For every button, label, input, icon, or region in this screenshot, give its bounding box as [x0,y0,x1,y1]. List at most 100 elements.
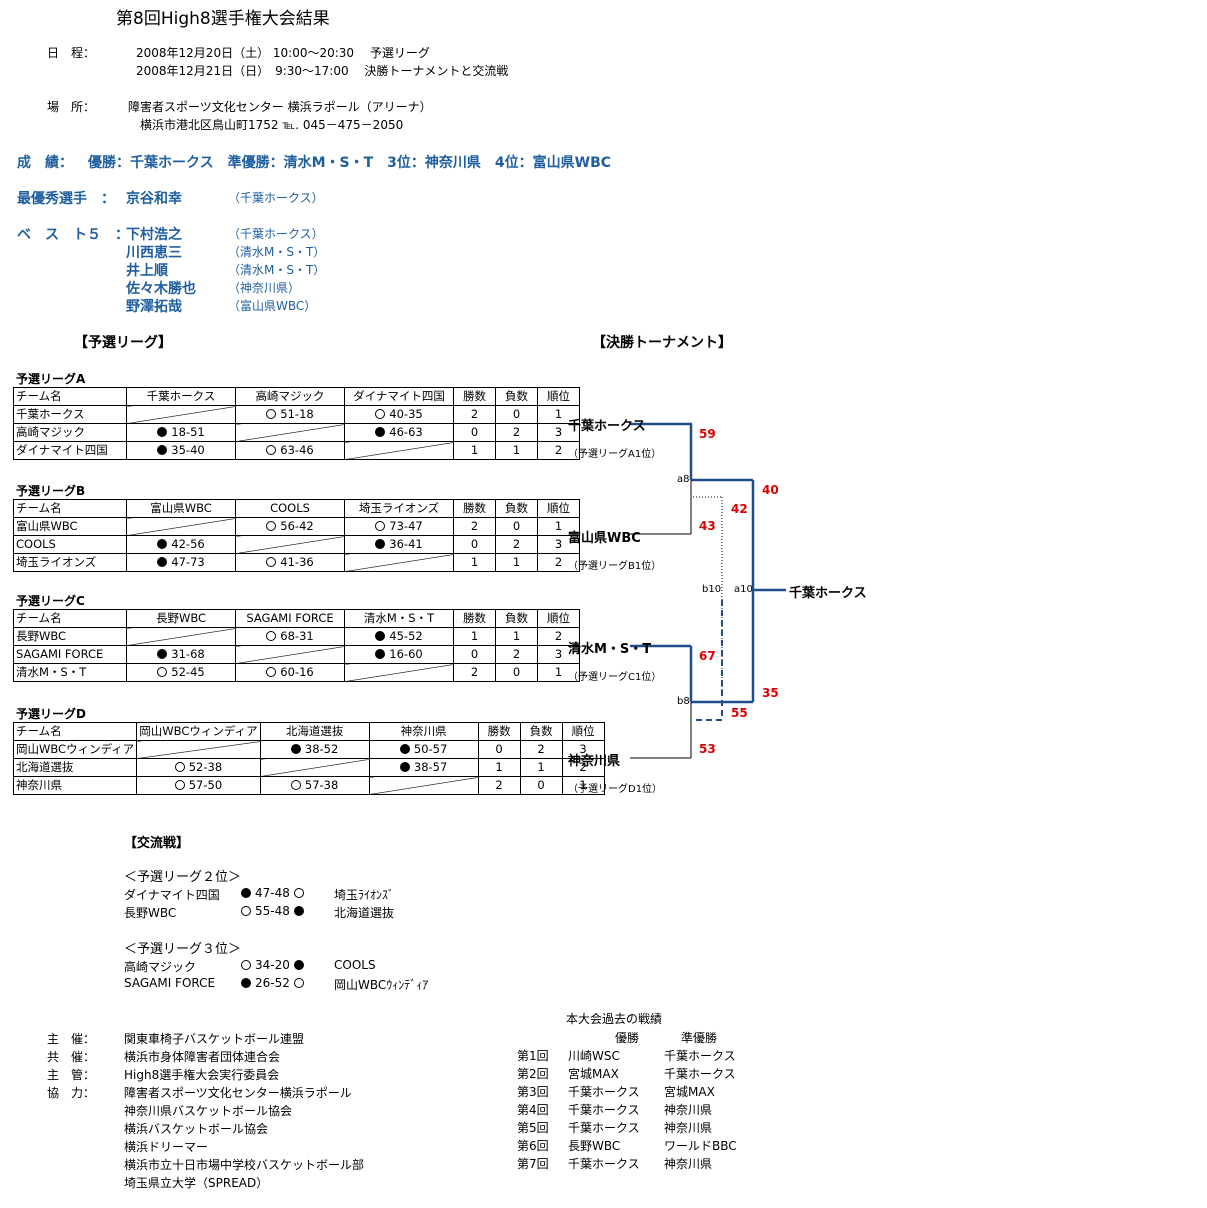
exchange-left-team: SAGAMI FORCE [124,976,216,990]
exchange-score-group: 34-20 [241,958,308,972]
header-opponent: SAGAMI FORCE [235,609,345,628]
match-result-cell: 52-38 [136,758,261,777]
row-rank: 2 [537,553,580,572]
row-wins: 0 [453,535,496,554]
row-wins: 1 [453,553,496,572]
row-losses: 1 [495,441,538,460]
row-team: 北海道選抜 [12,758,138,777]
loss-mark-icon [157,539,168,549]
history-edition: 第4回 [517,1103,549,1117]
organizer-label: 主 催： [47,1032,96,1046]
bracket-score: 43 [699,519,716,533]
match-result-cell: 45-52 [344,627,454,646]
self-match-cell [126,627,236,646]
match-score: 57-38 [304,778,339,792]
row-rank: 1 [537,663,580,682]
header-losses: 負数 [519,722,563,741]
exchange-heading: 【交流戦】 [124,836,190,851]
exchange-score: 34-20 [255,958,290,972]
exchange-right-team: 埼玉ﾗｲｵﾝｽﾞ [334,888,395,902]
row-rank: 2 [537,441,580,460]
header-team: チーム名 [13,387,127,406]
win-mark-icon [174,762,185,772]
bracket-score: 35 [762,686,779,700]
header-team: チーム名 [13,499,127,518]
match-result-cell: 36-41 [344,535,454,554]
row-losses: 0 [495,405,538,424]
win-mark-icon [266,521,277,531]
history-winner: 千葉ホークス [568,1121,640,1135]
organizer-name: 横浜市立十日市場中学校バスケットボール部 [124,1158,365,1172]
match-score: 38-52 [304,742,339,756]
row-team: ダイナマイト四国 [13,441,127,460]
self-match-cell [235,535,345,554]
history-runner: 千葉ホークス [664,1067,736,1081]
row-losses: 1 [495,627,538,646]
row-team: 富山県WBC [13,517,127,536]
organizer-name: 障害者スポーツ文化センター横浜ラポール [124,1086,352,1100]
league-name: 予選リーグB [16,484,86,498]
win-mark-icon [375,409,386,419]
bracket-team-note: （予選リーグC1位） [568,672,662,683]
match-score: 57-50 [188,778,223,792]
row-wins: 2 [477,776,521,795]
exchange-left-team: ダイナマイト四国 [124,888,220,902]
history-runner: 神奈川県 [664,1157,713,1171]
win-mark-icon [266,667,277,677]
bracket-team-note: （予選リーグA1位） [568,449,662,460]
match-result-cell: 46-63 [344,423,454,442]
self-match-cell [136,740,261,759]
header-wins: 勝数 [477,722,521,741]
best5-player-team: （清水M・S・T） [228,245,326,259]
loss-mark-icon [293,906,304,916]
loss-mark-icon [241,888,251,898]
row-team: 神奈川県 [12,776,138,795]
loss-mark-icon [375,539,386,549]
organizer-label: 主 管： [47,1068,96,1082]
header-wins: 勝数 [453,387,496,406]
history-edition: 第6回 [517,1139,549,1153]
history-runner: ワールドBBC [664,1139,737,1153]
bracket-team: 富山県WBC [568,531,641,546]
row-wins: 1 [453,441,496,460]
row-team: 千葉ホークス [13,405,127,424]
exchange-right-team: COOLS [334,958,376,972]
self-match-cell [126,405,236,424]
history-winner: 千葉ホークス [568,1085,640,1099]
history-col-winner: 優勝 [615,1031,640,1045]
self-match-cell [235,645,345,664]
match-score: 40-35 [389,407,423,421]
header-opponent: 富山県WBC [126,499,236,518]
exchange-score: 47-48 [255,886,290,900]
self-match-cell [344,441,454,460]
match-score: 16-60 [389,647,423,661]
match-score: 47-73 [171,555,205,569]
match-score: 63-46 [280,443,314,457]
header-wins: 勝数 [453,609,496,628]
mvp-name: 京谷和幸 [126,191,182,207]
loss-mark-icon [157,427,168,437]
row-losses: 1 [495,553,538,572]
organizer-name: 横浜市身体障害者団体連合会 [124,1050,281,1064]
match-result-cell: 73-47 [344,517,454,536]
row-wins: 2 [453,405,496,424]
header-opponent: 埼玉ライオンズ [344,499,454,518]
row-losses: 1 [519,758,563,777]
header-opponent: 清水M・S・T [344,609,454,628]
match-score: 56-42 [280,519,314,533]
row-losses: 2 [495,423,538,442]
league-name: 予選リーグA [16,372,86,386]
row-losses: 0 [519,776,563,795]
history-col-runner: 準優勝 [681,1031,718,1045]
match-result-cell: 18-51 [126,423,236,442]
bracket-score: 67 [699,649,716,663]
mvp-label: 最優秀選手 ： [17,191,115,207]
tournament-bracket [630,422,786,759]
